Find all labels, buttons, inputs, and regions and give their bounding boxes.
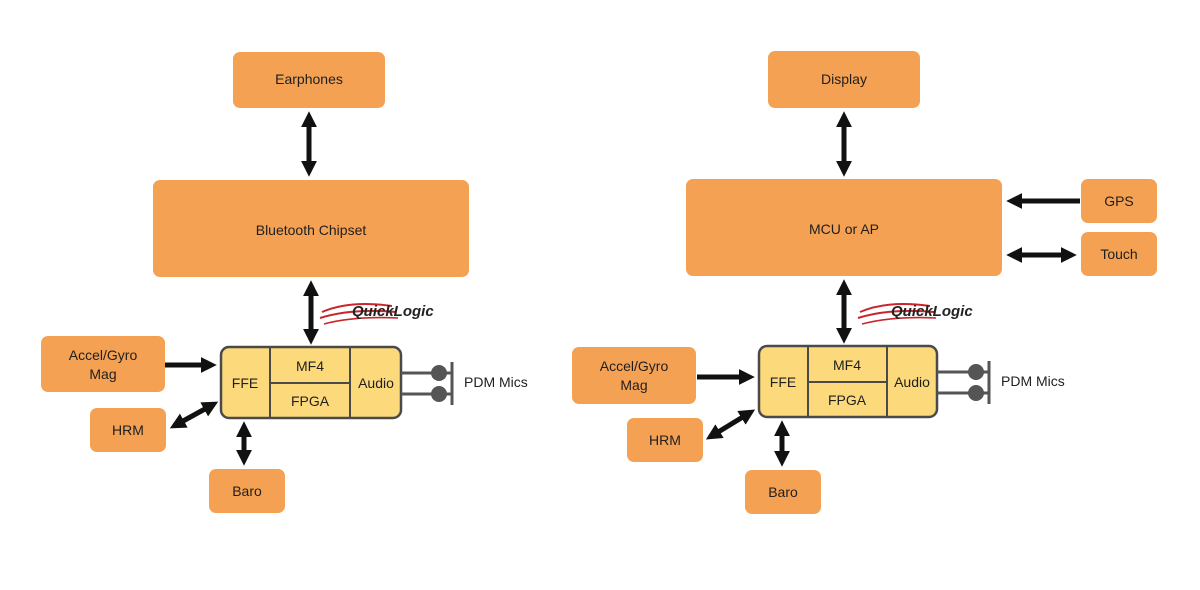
gps-label: GPS <box>1104 193 1134 209</box>
earphones-label: Earphones <box>275 71 343 87</box>
hrm-chip-arrow <box>169 401 219 429</box>
mcu-ap-label: MCU or AP <box>809 221 879 237</box>
right-diagram: Display MCU or AP GPS Touch QuickLogic <box>572 51 1157 514</box>
left-diagram: Earphones Bluetooth Chipset QuickLogic F… <box>41 52 528 513</box>
quicklogic-logo: QuickLogic <box>319 303 434 325</box>
chip-fpga-label: FPGA <box>291 393 330 409</box>
hrm-label: HRM <box>649 432 681 448</box>
mcu-ap-block: MCU or AP <box>686 179 1002 276</box>
chip-mf4-label: MF4 <box>833 357 861 373</box>
mic-icon <box>968 385 984 401</box>
chip-fpga-label: FPGA <box>828 392 867 408</box>
hrm-label: HRM <box>112 422 144 438</box>
accel-gyro-mag-block: Accel/Gyro Mag <box>572 347 696 404</box>
bluetooth-chipset-block: Bluetooth Chipset <box>153 180 469 277</box>
hrm-block: HRM <box>90 408 166 452</box>
sensor-hub-chip: FFE MF4 FPGA Audio <box>219 345 403 420</box>
baro-block: Baro <box>745 470 821 514</box>
baro-label: Baro <box>232 483 262 499</box>
accel-gyro-mag-block: Accel/Gyro Mag <box>41 336 165 392</box>
chip-ffe-label: FFE <box>770 374 796 390</box>
sensor-hub-chip: FFE MF4 FPGA Audio <box>757 344 939 419</box>
accel-gyro-label: Accel/Gyro <box>600 358 669 374</box>
pdm-mics-label: PDM Mics <box>464 374 528 390</box>
baro-block: Baro <box>209 469 285 513</box>
quicklogic-logo-text: QuickLogic <box>352 303 434 320</box>
quicklogic-logo: QuickLogic <box>857 303 973 325</box>
pdm-mics: PDM Mics <box>937 361 1065 404</box>
baro-label: Baro <box>768 484 798 500</box>
touch-block: Touch <box>1081 232 1157 276</box>
mic-icon <box>431 365 447 381</box>
mag-label: Mag <box>620 377 647 393</box>
accel-gyro-label: Accel/Gyro <box>69 347 138 363</box>
chip-ffe-label: FFE <box>232 375 258 391</box>
display-label: Display <box>821 71 867 87</box>
mag-label: Mag <box>89 366 116 382</box>
gps-block: GPS <box>1081 179 1157 223</box>
chip-audio-label: Audio <box>894 374 930 390</box>
hrm-chip-arrow <box>705 409 756 440</box>
earphones-block: Earphones <box>233 52 385 108</box>
quicklogic-logo-text: QuickLogic <box>891 303 973 320</box>
mic-icon <box>431 386 447 402</box>
mic-icon <box>968 364 984 380</box>
touch-label: Touch <box>1100 246 1137 262</box>
display-block: Display <box>768 51 920 108</box>
chip-mf4-label: MF4 <box>296 358 324 374</box>
pdm-mics: PDM Mics <box>401 362 528 405</box>
hrm-block: HRM <box>627 418 703 462</box>
pdm-mics-label: PDM Mics <box>1001 373 1065 389</box>
chip-audio-label: Audio <box>358 375 394 391</box>
bluetooth-chipset-label: Bluetooth Chipset <box>256 222 367 238</box>
